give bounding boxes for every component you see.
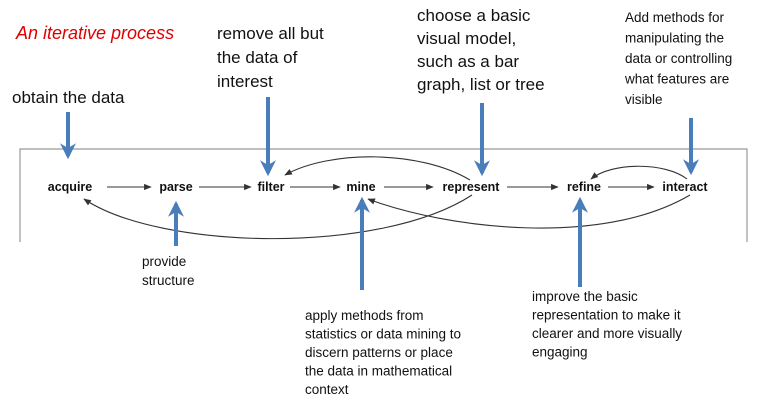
stage-labels: acquire parse filter mine represent refi… [48,180,709,194]
annotation-parse: provide structure [142,254,195,288]
stage-represent: represent [443,180,501,194]
stage-mine: mine [346,180,375,194]
annotation-represent: choose a basic visual model, such as a b… [417,6,545,94]
annotation-filter: remove all but the data of interest [217,24,329,91]
feedback-loops [83,156,691,240]
annotation-acquire: obtain the data [12,88,125,107]
loop-represent-to-filter [284,156,471,181]
annotation-refine: improve the basic representation to make… [532,289,686,360]
process-frame [19,148,748,242]
stage-refine: refine [567,180,601,194]
annotation-mine: apply methods from statistics or data mi… [305,308,465,397]
loop-interact-to-refine [590,165,688,180]
annotation-arrows [60,97,699,290]
stage-filter: filter [257,180,284,194]
annotation-interact: Add methods for manipulating the data or… [624,10,736,107]
loop-represent-to-acquire [83,194,473,240]
diagram-title: An iterative process [15,23,174,43]
stage-interact: interact [662,180,708,194]
loop-interact-to-mine [367,194,691,229]
stage-parse: parse [159,180,192,194]
stage-acquire: acquire [48,180,93,194]
